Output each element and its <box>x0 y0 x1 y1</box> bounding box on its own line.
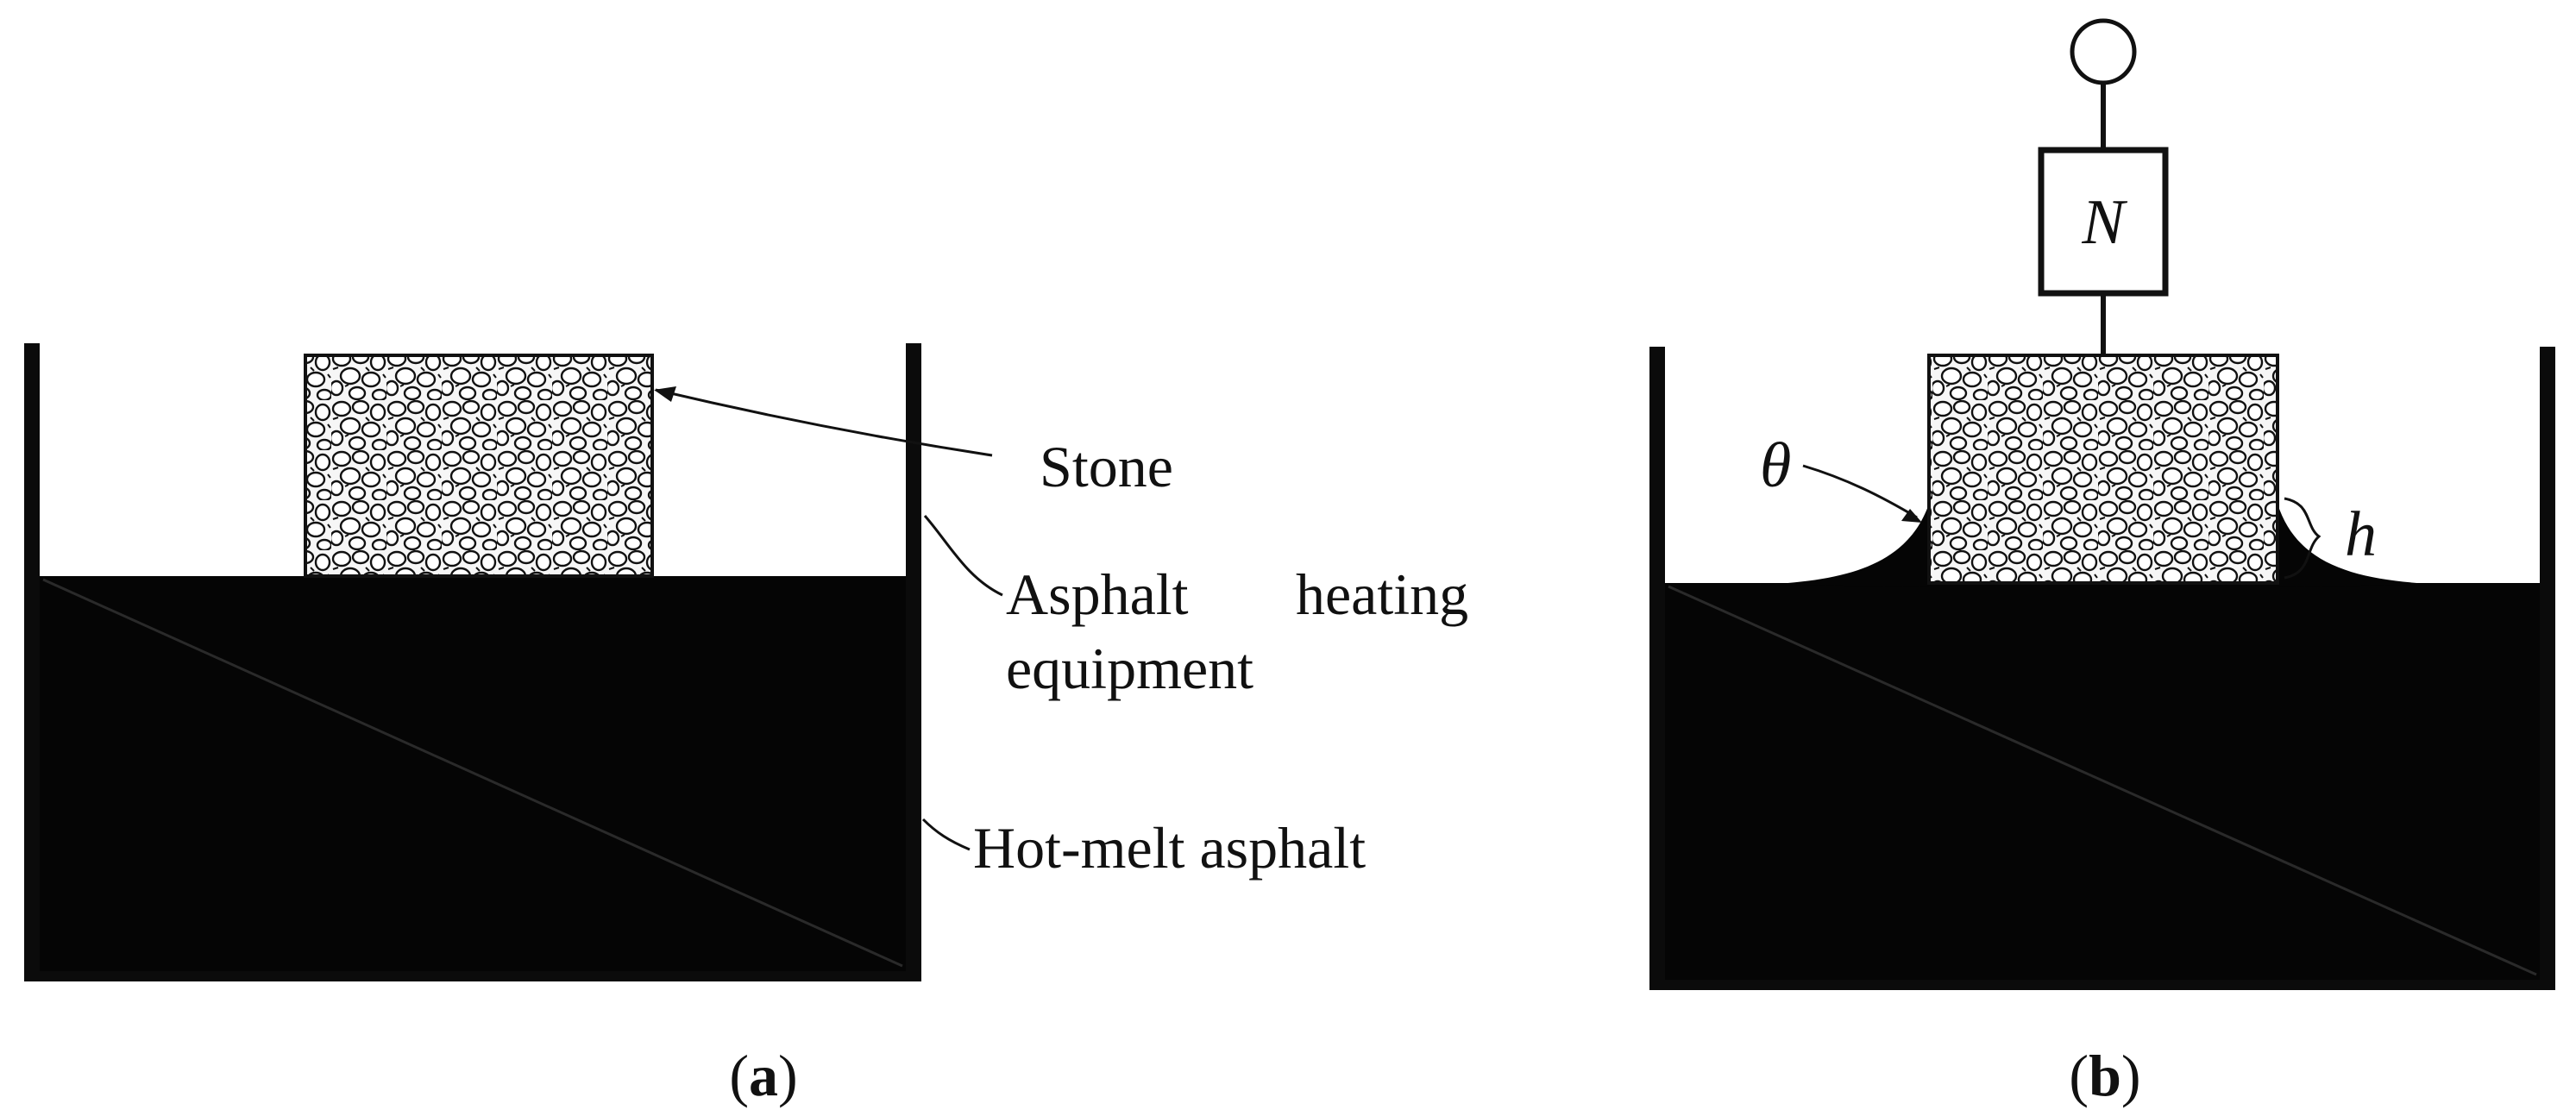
equipment-label-line2: equipment <box>1006 636 1253 701</box>
asphalt-diagonal-shade-b <box>1668 585 2537 976</box>
equipment-label-word1: Asphalt <box>1006 561 1189 627</box>
container-right-wall-a <box>906 343 921 981</box>
stone-leader-arrowhead <box>654 386 676 402</box>
hot-melt-asphalt-label: Hot-melt asphalt <box>973 815 1366 881</box>
force-gauge-box <box>2038 147 2169 297</box>
stone-block-a <box>304 354 654 578</box>
container-bottom-b <box>1649 978 2555 990</box>
height-brace <box>2284 497 2322 580</box>
stone-leader-line <box>655 388 993 457</box>
equipment-leader-line <box>923 515 1003 597</box>
panel-b: N θ h (b) <box>1649 18 2555 1108</box>
caption-b-letter: b <box>2089 1043 2121 1108</box>
climb-height-symbol: h <box>2345 499 2377 570</box>
container-left-wall-a <box>24 343 40 981</box>
theta-leader-arrowhead <box>1901 509 1922 523</box>
asphalt-leader-line <box>921 818 971 851</box>
asphalt-meniscus-right <box>2278 504 2447 586</box>
gauge-ring <box>2070 18 2137 85</box>
container-left-wall-b <box>1649 347 1665 990</box>
caption-a: (a) <box>729 1043 797 1108</box>
container-right-wall-b <box>2540 347 2555 990</box>
stone-block-b <box>1927 354 2279 585</box>
container-bottom-a <box>24 969 921 981</box>
asphalt-meniscus-left <box>1760 504 1929 586</box>
caption-a-letter: a <box>749 1043 778 1108</box>
asphalt-diagonal-shade-a <box>42 578 903 968</box>
equipment-label-word2: heating <box>1296 561 1468 627</box>
theta-leader-line <box>1802 464 1918 519</box>
contact-angle-symbol: θ <box>1760 430 1791 501</box>
stone-label: Stone <box>1040 434 1173 499</box>
force-symbol: N <box>2081 187 2127 258</box>
caption-b: (b) <box>2069 1043 2140 1108</box>
panel-a: Stone Asphalt heating equipment Hot-melt… <box>24 343 1468 1108</box>
